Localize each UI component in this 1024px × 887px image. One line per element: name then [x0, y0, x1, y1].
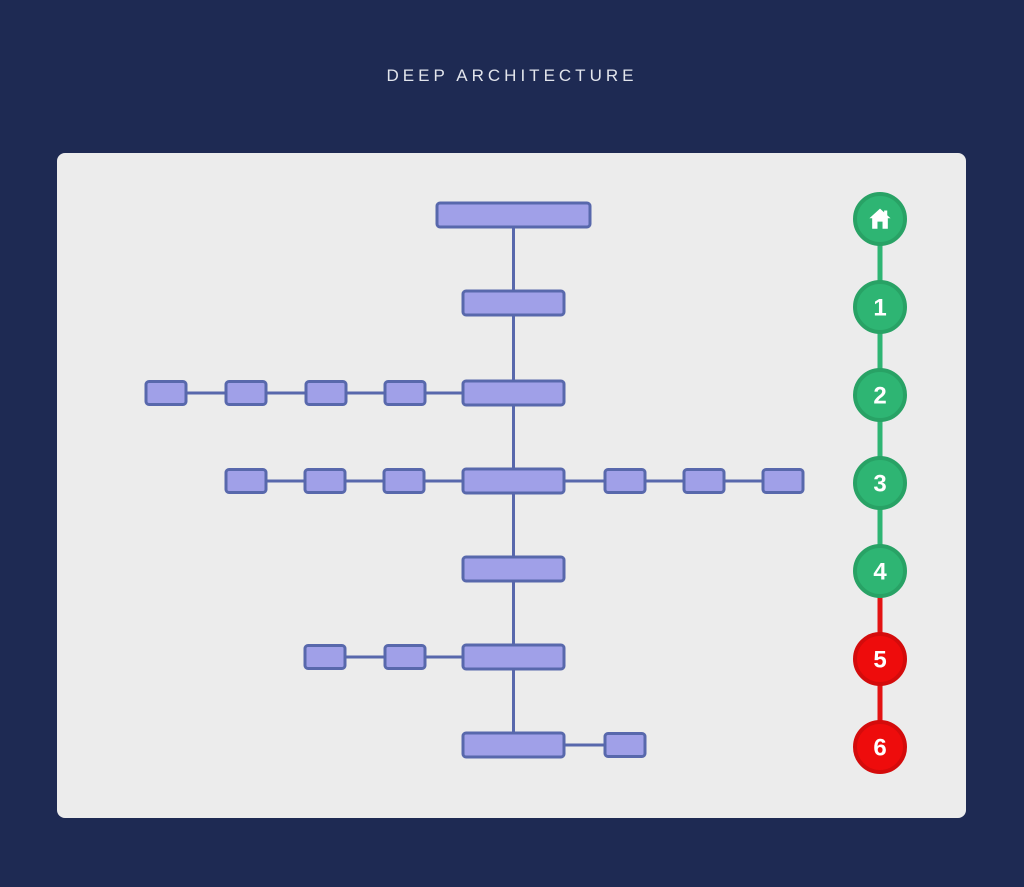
- level-3-right-node-3: [761, 468, 805, 494]
- home-icon: [869, 208, 891, 229]
- diagram-panel: 1 2 3 4 5 6: [57, 153, 966, 818]
- level-4-main-node: [461, 555, 566, 583]
- page-title: DEEP ARCHITECTURE: [386, 66, 638, 85]
- stepper-step-label-5: 5: [873, 647, 886, 674]
- stepper-step-3: [853, 456, 907, 510]
- stepper-step-6: [853, 720, 907, 774]
- level-3-left-node-3: [382, 468, 426, 494]
- stepper-step-label-3: 3: [873, 471, 886, 498]
- level-5-main-node: [461, 643, 566, 671]
- level-5-left-node-1: [303, 644, 347, 670]
- level-3-left-node-2: [303, 468, 347, 494]
- stepper-step-label-6: 6: [873, 735, 886, 762]
- level-2-left-node-4: [383, 380, 427, 406]
- level-2-main-node: [461, 379, 566, 407]
- level-1-main-node: [461, 289, 566, 317]
- level-2-left-node-3: [304, 380, 348, 406]
- level-5-left-node-2: [383, 644, 427, 670]
- stepper-step-label-2: 2: [873, 383, 886, 410]
- stepper-step-2: [853, 368, 907, 422]
- level-0-main-node: [435, 201, 592, 229]
- level-2-left-node-2: [224, 380, 268, 406]
- stepper-step-label-1: 1: [873, 295, 886, 322]
- architecture-diagram: 1 2 3 4 5 6: [144, 192, 907, 774]
- stepper-step-5: [853, 632, 907, 686]
- level-3-left-node-1: [224, 468, 268, 494]
- level-3-right-node-2: [682, 468, 726, 494]
- stepper-step-label-4: 4: [873, 559, 887, 586]
- level-2-left-node-1: [144, 380, 188, 406]
- level-6-right-node-1: [603, 732, 647, 758]
- level-3-right-node-1: [603, 468, 647, 494]
- level-6-main-node: [461, 731, 566, 759]
- stepper-step-1: [853, 280, 907, 334]
- stepper-step-4: [853, 544, 907, 598]
- depth-stepper: 1 2 3 4 5 6: [853, 192, 907, 774]
- level-3-main-node: [461, 467, 566, 495]
